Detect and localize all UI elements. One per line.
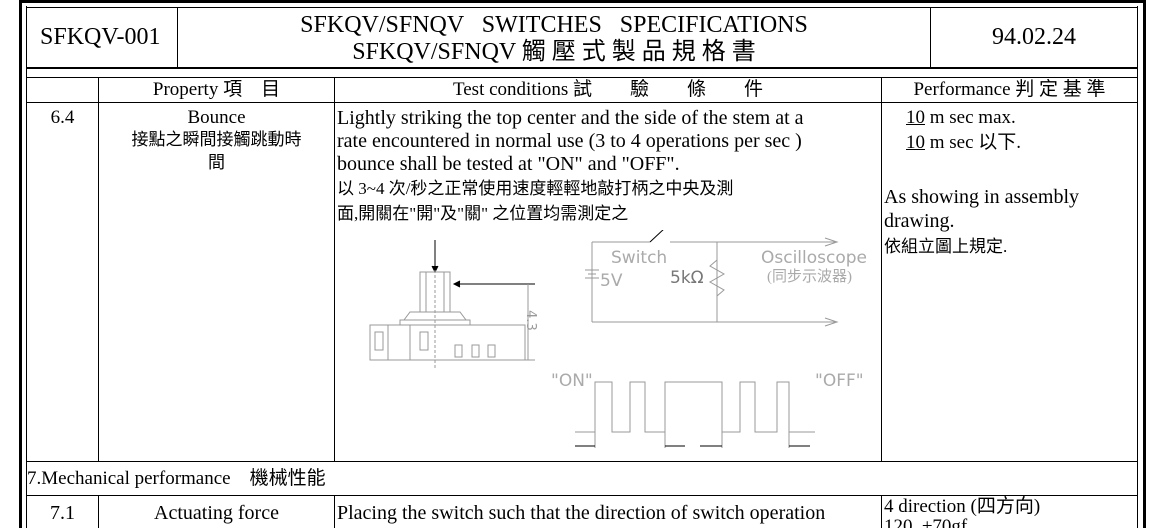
- perf-line: 120 ±70gf: [884, 516, 968, 528]
- perf-unit: m sec max.: [925, 107, 1016, 128]
- perf-line: 4 direction (四方向): [884, 496, 1041, 517]
- title-en: SFKQV/SFNQV SWITCHES SPECIFICATIONS: [300, 12, 808, 38]
- test-line: 以 3~4 次/秒之正常使用速度輕輕地敲打柄之中央及測: [337, 179, 734, 198]
- scope-label: Oscilloscope: [761, 248, 868, 268]
- perf-line: 依組立圖上規定.: [884, 237, 1008, 256]
- test-line: Lightly striking the top center and the …: [337, 107, 804, 129]
- dimension-label: 4.3: [522, 310, 538, 331]
- doc-number: SFKQV-001: [40, 24, 161, 50]
- perf-value: 10: [906, 107, 925, 128]
- perf-line: drawing.: [884, 210, 955, 232]
- test-line: bounce shall be tested at "ON" and "OFF"…: [337, 153, 680, 175]
- date: 94.02.24: [992, 24, 1076, 50]
- property-en: Actuating force: [154, 502, 279, 524]
- resistor-label: 5kΩ: [670, 268, 704, 288]
- test-line: 面,開關在"開"及"關" 之位置均需測定之: [337, 204, 629, 223]
- circuit-diagram: [585, 230, 839, 327]
- perf-line: As showing in assembly: [884, 186, 1079, 208]
- on-label: "ON": [551, 371, 593, 391]
- perf-line-1: 10 m sec max.: [906, 108, 1016, 127]
- col-performance: Performance 判 定 基 準: [913, 79, 1106, 100]
- section-heading: 7.Mechanical performance 機械性能: [27, 468, 326, 489]
- test-line: rate encountered in normal use (3 to 4 o…: [337, 130, 802, 152]
- property-zh-cont: 間: [208, 153, 225, 172]
- title-zh: SFKQV/SFNQV 觸 壓 式 製 品 規 格 書: [352, 39, 756, 65]
- item-number: 7.1: [50, 502, 75, 524]
- property-en: Bounce: [187, 107, 246, 128]
- test-line: Placing the switch such that the directi…: [337, 502, 826, 524]
- perf-value: 10: [906, 132, 925, 153]
- perf-unit: m sec 以下.: [925, 132, 1022, 153]
- bounce-waveform: [575, 381, 815, 448]
- switch-drawing: [369, 240, 535, 370]
- col-test: Test conditions 試 驗 條 件: [452, 79, 764, 100]
- property-zh: 接點之瞬間接觸跳動時: [131, 130, 302, 149]
- voltage-label: 5V: [600, 271, 623, 291]
- item-number: 6.4: [50, 107, 75, 128]
- switch-label: Switch: [611, 248, 668, 268]
- col-property: Property 項 目: [152, 79, 281, 100]
- perf-line-2: 10 m sec 以下.: [906, 133, 1021, 152]
- off-label: "OFF": [815, 371, 864, 391]
- scope-label-zh: (同步示波器): [767, 269, 852, 285]
